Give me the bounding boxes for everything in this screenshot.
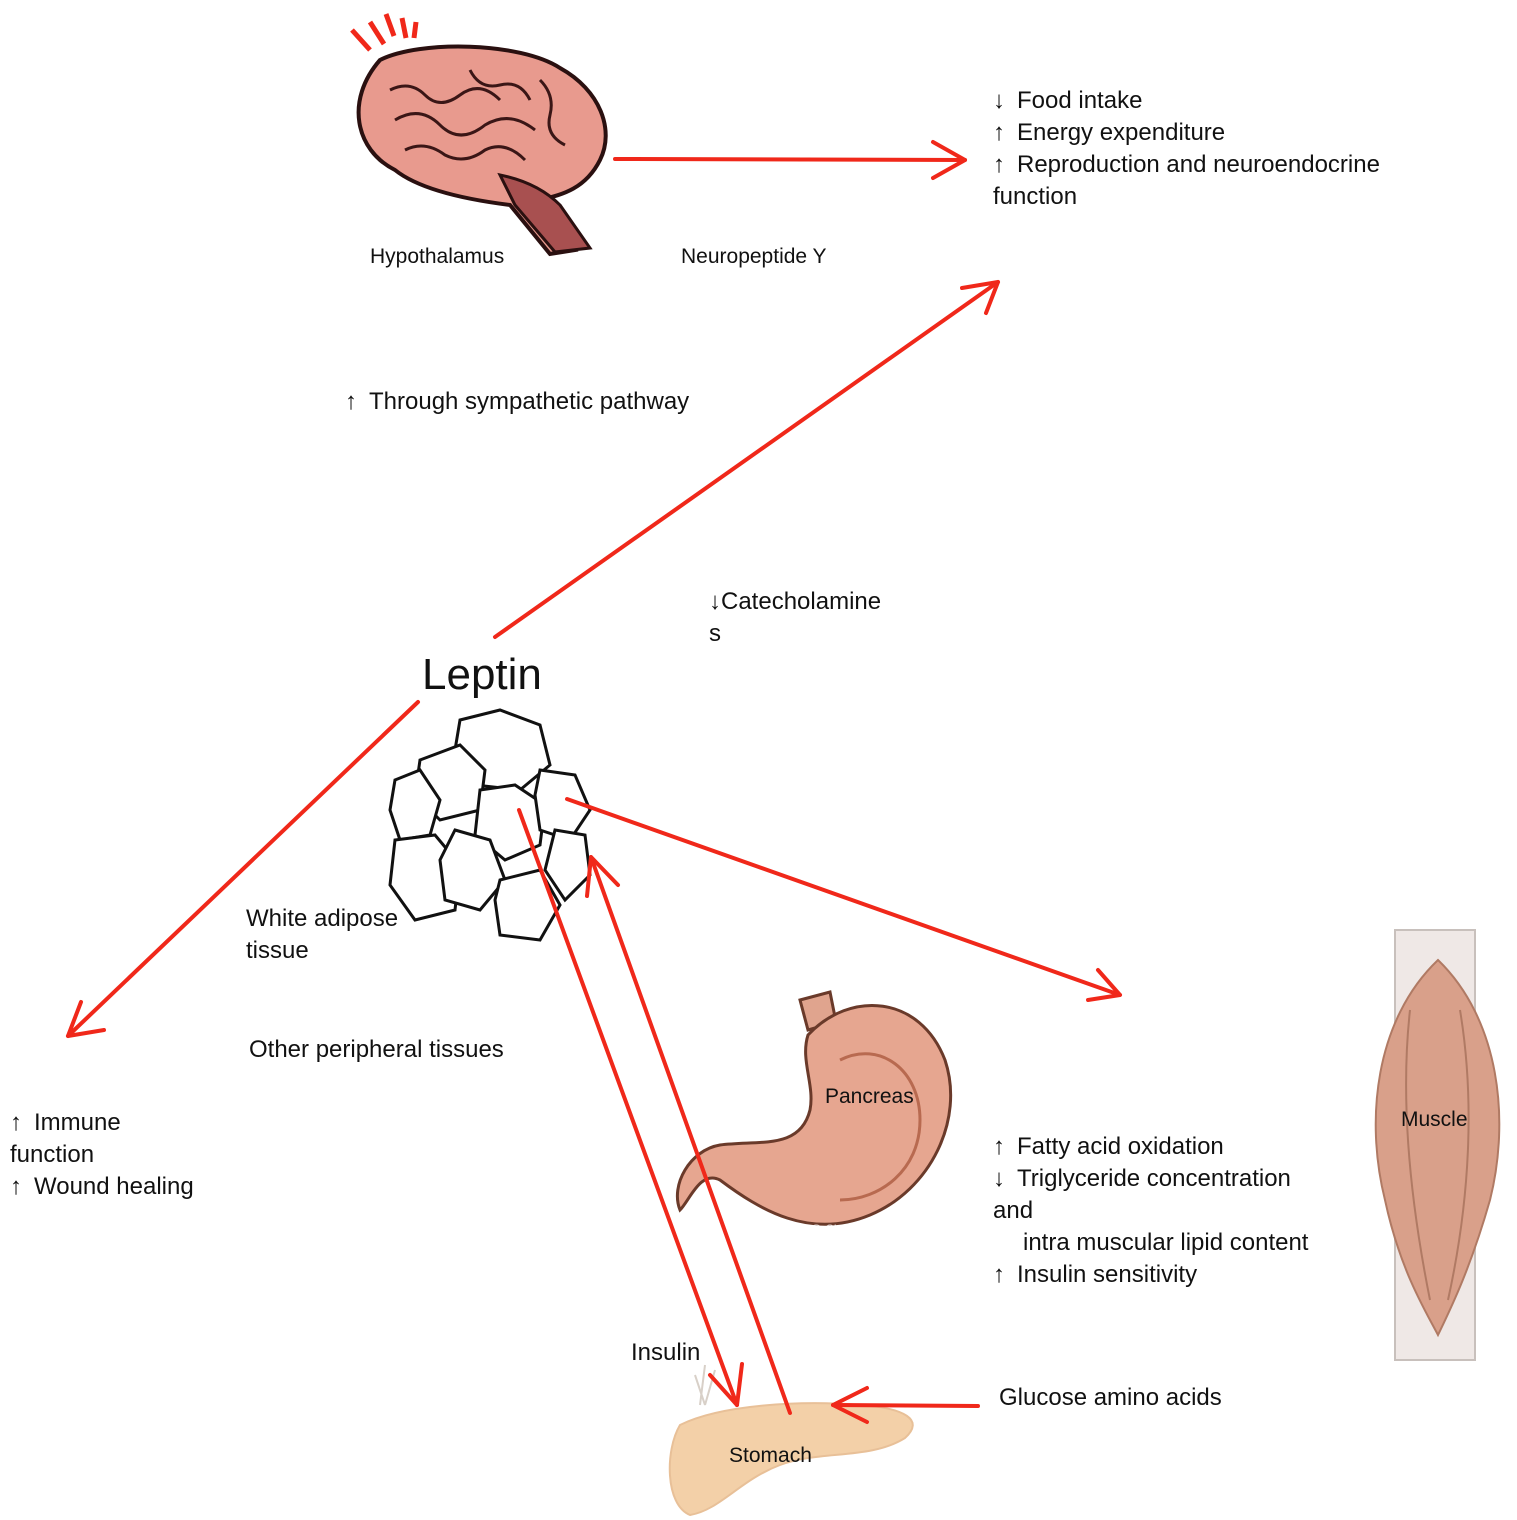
fatty-acid-text: Fatty acid oxidation	[1017, 1133, 1224, 1160]
leptin-title: Leptin	[422, 650, 542, 700]
wound-healing-text: Wound healing	[34, 1173, 194, 1200]
reproduction-label-cont: function	[993, 181, 1380, 213]
muscle-label: Muscle	[1401, 1106, 1468, 1134]
down-arrow-icon: ↓	[993, 1163, 1017, 1195]
up-arrow-icon: ↑	[993, 117, 1017, 149]
copyright-watermark: Copyright @ Classroom	[755, 1215, 883, 1243]
catecholamines-line-1: ↓Catecholamine	[709, 586, 881, 618]
sympathetic-text: Through sympathetic pathway	[369, 388, 689, 415]
triglyceride-text: Triglyceride concentration	[1017, 1165, 1291, 1192]
energy-expenditure-label: Energy expenditure	[1017, 119, 1225, 146]
effect-energy-expenditure: ↑Energy expenditure	[993, 117, 1380, 149]
down-arrow-icon: ↓	[709, 588, 721, 615]
immune-text-cont: function	[10, 1139, 194, 1171]
reproduction-label: Reproduction and neuroendocrine	[1017, 151, 1380, 178]
pancreas-illustration	[670, 1365, 913, 1515]
up-arrow-icon: ↑	[993, 1259, 1017, 1291]
triglyceride-text-and: and	[993, 1195, 1308, 1227]
insulin-label: Insulin	[631, 1337, 700, 1369]
white-adipose-label: White adipose tissue	[246, 903, 398, 967]
brain-effects-list: ↓Food intake ↑Energy expenditure ↑Reprod…	[993, 85, 1380, 213]
arrows	[68, 142, 1120, 1422]
effect-insulin-sensitivity: ↑Insulin sensitivity	[993, 1259, 1308, 1291]
other-peripheral-label: Other peripheral tissues	[249, 1034, 504, 1066]
glucose-label: Glucose amino acids	[999, 1382, 1222, 1414]
immune-effects-list: ↑Immune function ↑Wound healing	[10, 1107, 194, 1203]
effect-triglyceride: ↓Triglyceride concentration	[993, 1163, 1308, 1195]
up-arrow-icon: ↑	[345, 386, 369, 418]
effect-fatty-acid: ↑Fatty acid oxidation	[993, 1131, 1308, 1163]
up-arrow-icon: ↑	[10, 1107, 34, 1139]
hypothalamus-label: Hypothalamus	[370, 243, 504, 271]
effect-wound-healing: ↑Wound healing	[10, 1171, 194, 1203]
white-adipose-text-cont: tissue	[246, 935, 398, 967]
effect-food-intake: ↓Food intake	[993, 85, 1380, 117]
down-arrow-icon: ↓	[993, 85, 1017, 117]
white-adipose-text: White adipose	[246, 903, 398, 935]
muscle-illustration	[1376, 930, 1500, 1360]
lipid-content-text: intra muscular lipid content	[993, 1227, 1308, 1259]
muscle-effects-list: ↑Fatty acid oxidation ↓Triglyceride conc…	[993, 1131, 1308, 1291]
neuropeptide-label: Neuropeptide Y	[681, 243, 827, 271]
stomach-label: Stomach	[729, 1442, 812, 1470]
catecholamines-label: ↓Catecholamine s	[709, 586, 881, 650]
up-arrow-icon: ↑	[993, 1131, 1017, 1163]
up-arrow-icon: ↑	[10, 1171, 34, 1203]
catecholamines-text-cont: s	[709, 618, 881, 650]
brain-illustration	[352, 14, 606, 254]
catecholamines-text: Catecholamine	[721, 588, 881, 615]
effect-immune: ↑Immune	[10, 1107, 194, 1139]
pancreas-label: Pancreas	[825, 1083, 914, 1111]
adipose-tissue-illustration	[390, 710, 590, 940]
immune-text: Immune	[34, 1109, 121, 1136]
up-arrow-icon: ↑	[993, 149, 1017, 181]
sympathetic-pathway-label: ↑Through sympathetic pathway	[345, 386, 689, 418]
insulin-sensitivity-text: Insulin sensitivity	[1017, 1261, 1197, 1288]
food-intake-label: Food intake	[1017, 87, 1142, 114]
effect-reproduction: ↑Reproduction and neuroendocrine	[993, 149, 1380, 181]
